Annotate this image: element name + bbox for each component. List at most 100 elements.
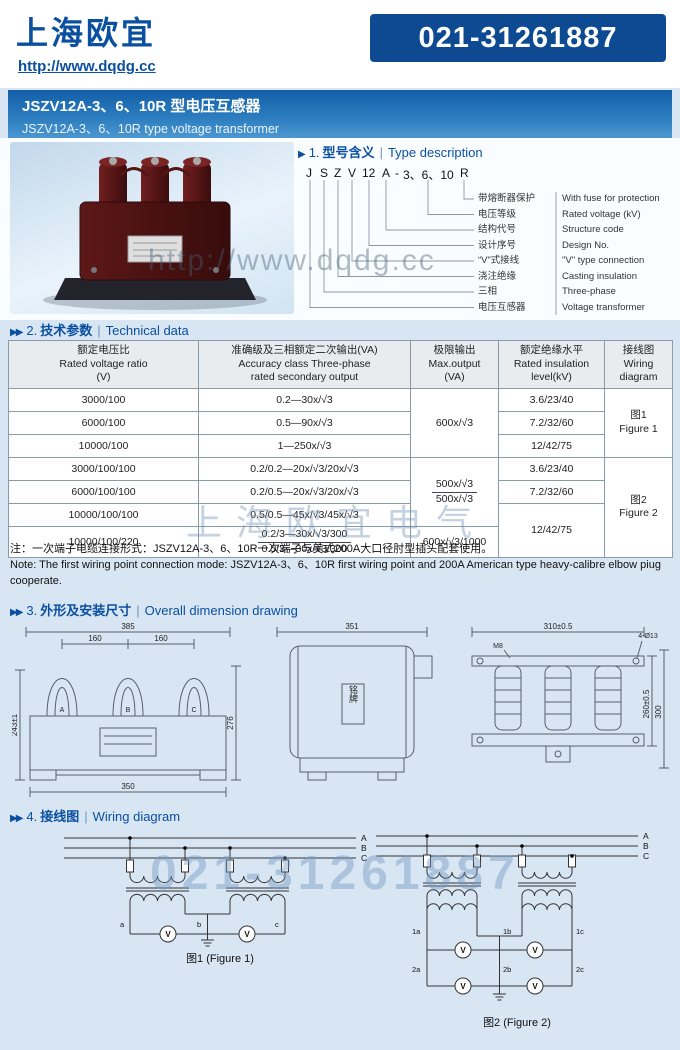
bushings bbox=[99, 157, 211, 210]
cell-insulation: 7.2/32/60 bbox=[498, 410, 605, 435]
voltmeter-icon bbox=[159, 925, 177, 943]
tap-1a-label: 1a bbox=[412, 927, 421, 936]
table-row: 6000/100/100 0.2/0.5—20x/√3/20x/√3 7.2/3… bbox=[8, 479, 673, 504]
cell-accuracy: 1—250x/√3 bbox=[198, 433, 411, 458]
voltmeter-v: V bbox=[460, 982, 466, 991]
wiring-figure-1: A B C a b c V V bbox=[64, 833, 367, 947]
arrow-icon: ▶▶ bbox=[10, 607, 23, 618]
dim-bolt: M8 bbox=[493, 643, 503, 650]
dim-width-rear: 310±0.5 bbox=[544, 622, 573, 631]
terminal-a: A bbox=[60, 707, 65, 714]
phase-c-label: C bbox=[643, 851, 649, 861]
junction-dots bbox=[128, 836, 287, 860]
tap-2b-label: 2b bbox=[503, 965, 511, 974]
cell-ratio: 10000/100/100 bbox=[8, 502, 199, 527]
phase-c-label: C bbox=[361, 853, 367, 863]
dim-pitch-2: 160 bbox=[154, 634, 168, 643]
rear-view-drawing: 310±0.5 M8 4-Ø13 260±0.5 300 bbox=[471, 622, 669, 769]
phone-box: 021-31261887 bbox=[370, 14, 666, 62]
voltmeter-v: V bbox=[532, 982, 538, 991]
section-4-header: ▶▶4.接线图|Wiring diagram bbox=[10, 809, 181, 824]
transformer-illustration bbox=[43, 157, 267, 310]
phase-b-label: B bbox=[643, 841, 649, 851]
tap-1b-label: 1b bbox=[503, 927, 511, 936]
labels: A B C a b c V V bbox=[120, 833, 367, 939]
tap-a-label: a bbox=[120, 920, 125, 929]
model-code: J S Z V 12 A - 3、6、10 R bbox=[306, 166, 469, 182]
product-photo bbox=[10, 142, 294, 314]
dim-height-right: 276 bbox=[226, 716, 235, 730]
header: 上海欧宜 http://www.dqdg.cc 021-31261887 bbox=[0, 0, 680, 88]
phase-a-label: A bbox=[643, 831, 649, 841]
front-view-drawing: 385 160 160 A B C 350 243±1 276 bbox=[12, 622, 241, 797]
phone-number: 021-31261887 bbox=[418, 21, 618, 54]
section-1-header: ▶1.型号含义|Type description bbox=[298, 145, 483, 160]
note-en: Note: The first wiring point connection … bbox=[10, 558, 661, 587]
cell-accuracy: 0.2/0.5—20x/√3/20x/√3 bbox=[198, 479, 411, 504]
tap-b-label: b bbox=[197, 920, 201, 929]
tap-1c-label: 1c bbox=[576, 927, 584, 936]
tap-c-label: c bbox=[275, 920, 279, 929]
note-cn: 注：一次端子电缆连接形式：JSZV12A-3、6、10R一次端子与美式200A大… bbox=[10, 543, 493, 555]
cell-ratio: 3000/100 bbox=[8, 387, 199, 412]
cell-accuracy: 0.5—90x/√3 bbox=[198, 410, 411, 435]
website-link[interactable]: http://www.dqdg.cc bbox=[18, 58, 156, 75]
type-code-leader-lines bbox=[309, 180, 557, 315]
fuses bbox=[423, 854, 576, 868]
side-view-drawing: 351 铭牌 bbox=[276, 622, 433, 781]
dim-holes: 4-Ø13 bbox=[638, 633, 658, 640]
cell-ratio: 3000/100/100 bbox=[8, 456, 199, 481]
voltmeter-icon bbox=[526, 941, 544, 959]
table-row: 10000/100/100 0.5/0.5—45x/√3/45x/√3 12/4… bbox=[8, 502, 673, 558]
section-2-header: ▶▶2.技术参数|Technical data bbox=[10, 323, 189, 338]
arrow-icon: ▶▶ bbox=[10, 327, 23, 338]
section-3-header: ▶▶3.外形及安装尺寸|Overall dimension drawing bbox=[10, 603, 298, 618]
cell-ratio: 6000/100 bbox=[8, 410, 199, 435]
arrow-icon: ▶▶ bbox=[10, 813, 23, 824]
junction-dots bbox=[425, 834, 574, 858]
base-slab bbox=[54, 278, 256, 300]
voltmeter-icon bbox=[454, 977, 472, 995]
dim-width-top: 385 bbox=[121, 622, 135, 631]
dim-height-inner: 260±0.5 bbox=[642, 689, 651, 718]
product-title-en: JSZV12A-3、6、10R type voltage transformer bbox=[22, 122, 280, 136]
cell-accuracy: 0.5/0.5—45x/√3/45x/√3 bbox=[198, 502, 411, 527]
wiring-figure-2: A B C 1a 1b 1c 2a 2b 2c V V V V bbox=[376, 831, 649, 1001]
dim-depth-top: 351 bbox=[345, 622, 359, 631]
labels: A B C 1a 1b 1c 2a 2b 2c V V V V bbox=[412, 831, 649, 991]
arrow-icon: ▶ bbox=[298, 149, 306, 160]
circuit-lines bbox=[64, 837, 356, 947]
voltmeter-v: V bbox=[165, 930, 171, 939]
voltmeter-icon bbox=[454, 941, 472, 959]
col-header-accuracy: 准确级及三相额定二次输出(VA)Accuracy class Three-pha… bbox=[198, 340, 411, 389]
table-row: 3000/100 0.2—30x/√3 600x/√3 3.6/23/40 图1… bbox=[8, 387, 673, 458]
cell-max-output: 600x/√3/1000 bbox=[410, 525, 499, 558]
cell-accuracy: 0.2/0.2—20x/√3/20x/√3 bbox=[198, 456, 411, 481]
tap-2a-label: 2a bbox=[412, 965, 421, 974]
table-notes: 注：一次端子电缆连接形式：JSZV12A-3、6、10R一次端子与美式200A大… bbox=[10, 542, 672, 590]
company-name: 上海欧宜 bbox=[16, 15, 157, 51]
voltmeter-v: V bbox=[532, 946, 538, 955]
cell-accuracy: 0.2—30x/√3 bbox=[198, 387, 411, 412]
voltmeter-v: V bbox=[460, 946, 466, 955]
cell-insulation: 3.6/23/40 bbox=[498, 387, 605, 412]
cell-insulation: 7.2/32/60 bbox=[498, 479, 605, 504]
table-row: 6000/100 0.5—90x/√3 7.2/32/60 bbox=[8, 410, 673, 435]
figure-1-caption: 图1 (Figure 1) bbox=[186, 953, 254, 965]
table-row: 10000/100 1—250x/√3 12/42/75 bbox=[8, 433, 673, 458]
terminal-b: B bbox=[126, 707, 131, 714]
title-banner: JSZV12A-3、6、10R 型电压互感器 JSZV12A-3、6、10R t… bbox=[8, 90, 672, 138]
dim-height-left: 243±1 bbox=[12, 713, 19, 736]
product-title-cn: JSZV12A-3、6、10R 型电压互感器 bbox=[22, 98, 261, 115]
cell-max-output: 600x/√3 bbox=[410, 387, 499, 458]
terminal-c: C bbox=[191, 707, 196, 714]
